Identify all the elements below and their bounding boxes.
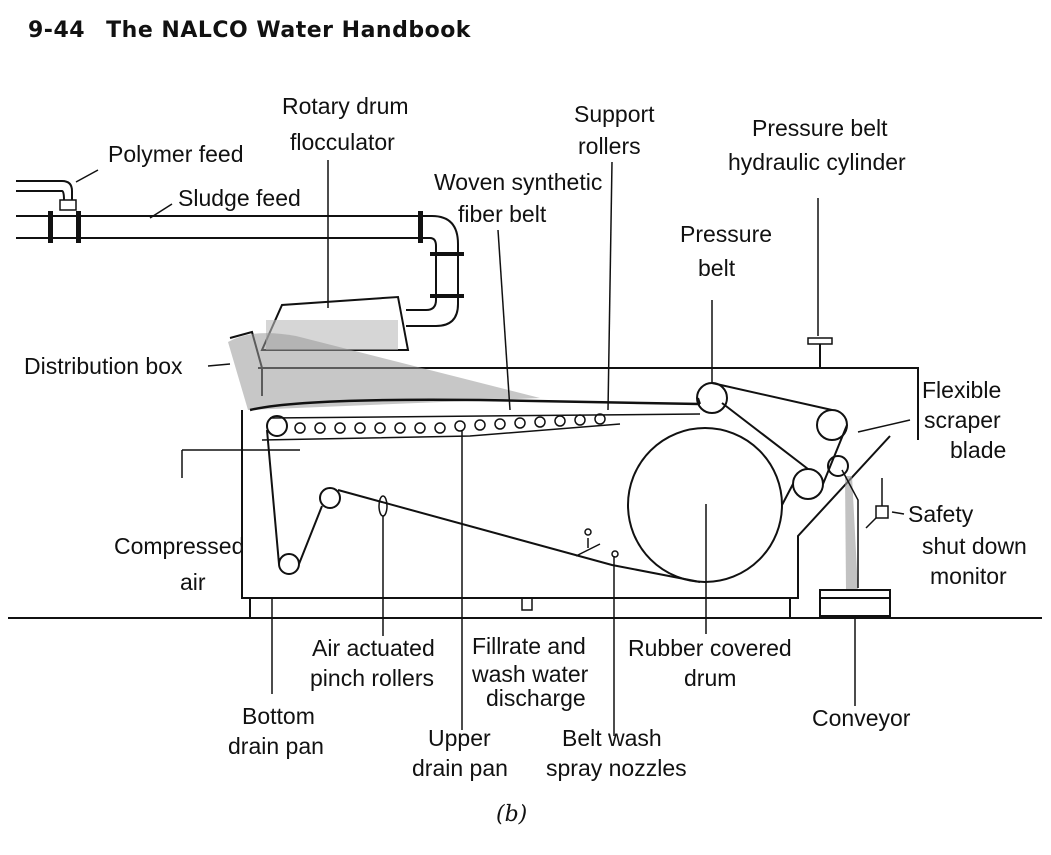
figure-caption: (b) bbox=[496, 802, 528, 827]
label-rotary-drum-2: flocculator bbox=[290, 129, 395, 155]
label-rotary-drum-1: Rotary drum bbox=[282, 93, 409, 119]
page-header: 9-44 The NALCO Water Handbook bbox=[28, 18, 471, 43]
support-rollers bbox=[294, 413, 606, 434]
leader-lines bbox=[75, 160, 905, 736]
label-pbhc-2: hydraulic cylinder bbox=[728, 149, 906, 175]
label-support-1: Support bbox=[574, 101, 655, 127]
label-beltwash-1: Belt wash bbox=[562, 725, 662, 751]
label-filtrate-2: wash water bbox=[471, 661, 589, 687]
label-flexible-1: Flexible bbox=[922, 377, 1001, 403]
label-filtrate-1: Fillrate and bbox=[472, 633, 586, 659]
label-filtrate-3: discharge bbox=[486, 685, 586, 711]
label-sludge-feed: Sludge feed bbox=[178, 185, 301, 211]
label-conveyor: Conveyor bbox=[812, 705, 911, 731]
discharge-roller bbox=[827, 455, 849, 477]
label-polymer-feed: Polymer feed bbox=[108, 141, 244, 167]
belt-roller-bottom bbox=[278, 553, 300, 575]
label-bottom-2: drain pan bbox=[228, 733, 324, 759]
label-safety-1: Safety bbox=[908, 501, 974, 527]
spray-nozzle-2 bbox=[611, 550, 619, 558]
label-rubber-2: drum bbox=[684, 665, 736, 691]
label-air-pinch-1: Air actuated bbox=[312, 635, 435, 661]
label-upper-1: Upper bbox=[428, 725, 491, 751]
feed-piping bbox=[16, 180, 464, 327]
spray-nozzle-1 bbox=[575, 538, 601, 557]
pinch-roller bbox=[378, 495, 388, 517]
safety-shutdown-monitor bbox=[865, 478, 889, 529]
label-compressed-2: air bbox=[180, 569, 206, 595]
label-rubber-1: Rubber covered bbox=[628, 635, 792, 661]
label-safety-3: monitor bbox=[930, 563, 1007, 589]
label-compressed-1: Compressed bbox=[114, 533, 244, 559]
belt-roller-mid bbox=[319, 487, 341, 509]
label-safety-2: shut down bbox=[922, 533, 1027, 559]
pressure-roller-low bbox=[792, 468, 824, 500]
label-beltwash-2: spray nozzles bbox=[546, 755, 687, 781]
label-pressure-belt-1: Pressure bbox=[680, 221, 772, 247]
label-flexible-2: scraper bbox=[924, 407, 1001, 433]
label-bottom-1: Bottom bbox=[242, 703, 315, 729]
label-support-2: rollers bbox=[578, 133, 641, 159]
book-title: The NALCO Water Handbook bbox=[106, 18, 471, 43]
label-flexible-3: blade bbox=[950, 437, 1006, 463]
label-woven-1: Woven synthetic bbox=[434, 169, 602, 195]
front-roller bbox=[266, 415, 288, 437]
rubber-covered-drum bbox=[627, 427, 783, 583]
conveyor bbox=[819, 589, 891, 617]
label-upper-2: drain pan bbox=[412, 755, 508, 781]
label-distribution-box: Distribution box bbox=[24, 353, 183, 379]
page-number: 9-44 bbox=[28, 18, 86, 43]
label-pressure-belt-2: belt bbox=[698, 255, 736, 281]
label-pbhc-1: Pressure belt bbox=[752, 115, 888, 141]
pressure-roller-top bbox=[696, 382, 728, 414]
label-woven-2: fiber belt bbox=[458, 201, 547, 227]
label-air-pinch-2: pinch rollers bbox=[310, 665, 434, 691]
